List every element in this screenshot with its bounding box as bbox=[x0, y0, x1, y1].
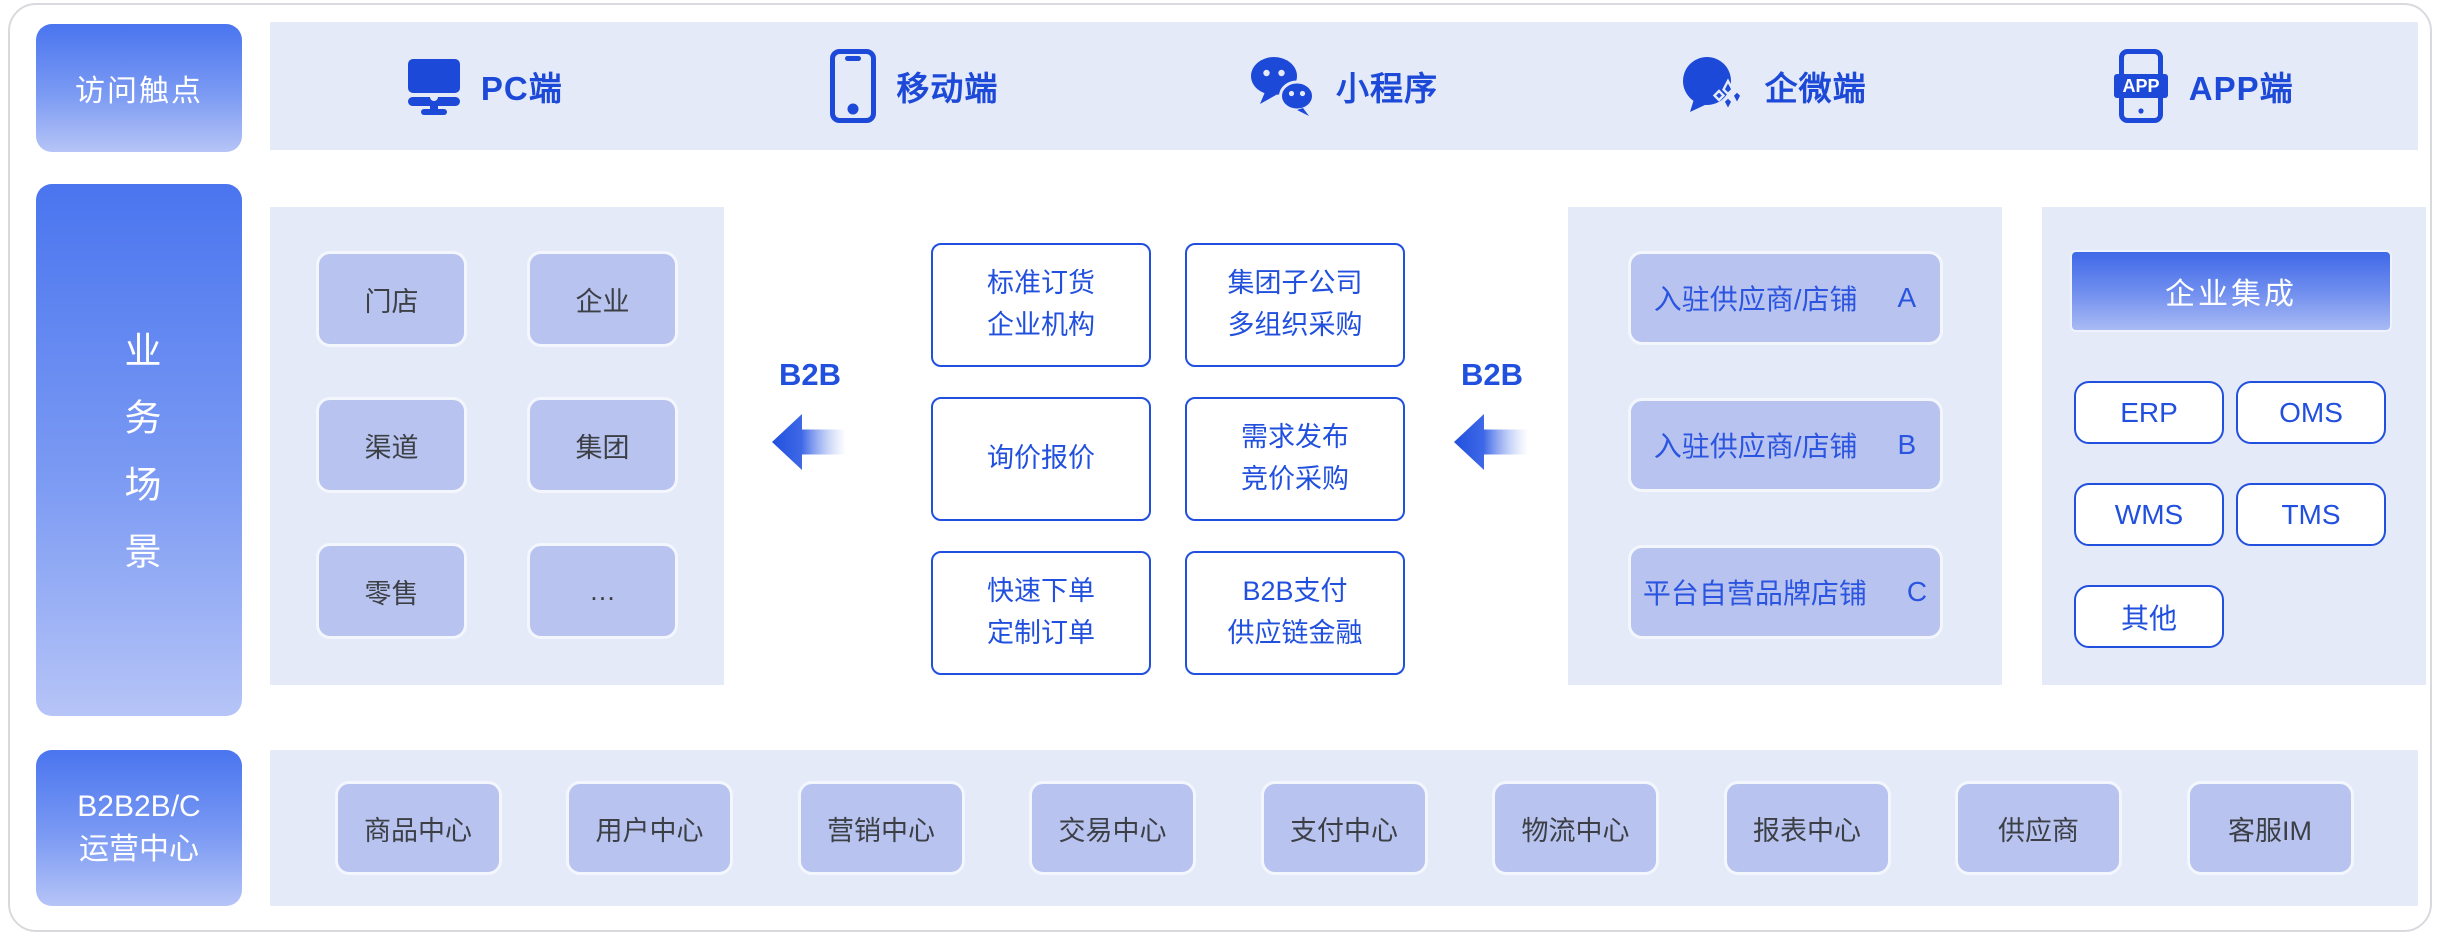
desktop-icon bbox=[407, 57, 461, 115]
integration-header: 企业集成 bbox=[2070, 250, 2392, 332]
buyer-type-chip-enterprise: 企业 bbox=[527, 251, 678, 347]
capability-quick-order: 快速下单 定制订单 bbox=[931, 551, 1151, 675]
capabilities-grid: 标准订货 企业机构 集团子公司 多组织采购 询价报价 需求发布 竞价采购 快速下… bbox=[931, 243, 1405, 675]
supplier-tag: B bbox=[1897, 429, 1917, 460]
capability-line: 多组织采购 bbox=[1227, 310, 1363, 340]
supplier-tag: C bbox=[1906, 576, 1928, 607]
app-icon-badge-text: APP bbox=[2122, 76, 2159, 96]
supplier-label: 入驻供应商/店铺 bbox=[1653, 431, 1858, 462]
system-box-oms: OMS bbox=[2236, 381, 2386, 444]
capability-line: 需求发布 bbox=[1241, 422, 1349, 453]
channel-pc: PC端 bbox=[270, 57, 700, 115]
channel-miniprogram: 小程序 bbox=[1129, 54, 1559, 118]
capability-standard-ordering: 标准订货 企业机构 bbox=[931, 243, 1151, 367]
capability-line: 竞价采购 bbox=[1241, 464, 1349, 494]
diagram-card: 访问触点 业务场景 B2B2B/C 运营中心 bbox=[8, 3, 2432, 932]
operations-center-label-line2: 运营中心 bbox=[79, 833, 199, 866]
system-box-other: 其他 bbox=[2074, 585, 2224, 648]
buyer-type-chip-retail: 零售 bbox=[316, 543, 467, 639]
arrow-left-icon bbox=[1454, 414, 1528, 470]
supplier-chip-a: 入驻供应商/店铺 A bbox=[1627, 251, 1943, 345]
capability-demand-bidding: 需求发布 竞价采购 bbox=[1185, 397, 1405, 521]
capability-line: 标准订货 bbox=[987, 268, 1095, 299]
system-box-tms: TMS bbox=[2236, 483, 2386, 546]
channel-app: APP APP端 bbox=[1988, 49, 2418, 123]
capability-group-purchasing: 集团子公司 多组织采购 bbox=[1185, 243, 1405, 367]
business-scenarios-label: 业务场景 bbox=[36, 184, 242, 716]
access-channels-strip: PC端 移动端 bbox=[270, 22, 2418, 150]
operations-center-label: B2B2B/C 运营中心 bbox=[36, 750, 242, 906]
center-chip-trade: 交易中心 bbox=[1029, 781, 1196, 875]
buyer-type-chip-group: 集团 bbox=[527, 397, 678, 493]
channel-app-label: APP端 bbox=[2188, 70, 2294, 107]
arrow-left-icon bbox=[772, 414, 846, 470]
supplier-label: 入驻供应商/店铺 bbox=[1653, 284, 1858, 315]
capability-inquiry-quotation: 询价报价 bbox=[931, 397, 1151, 521]
b2b-flow-left-label: B2B bbox=[778, 357, 841, 392]
capability-line: 供应链金融 bbox=[1227, 618, 1363, 648]
channel-pc-label: PC端 bbox=[480, 70, 563, 107]
integration-panel: 企业集成 ERP OMS WMS TMS 其他 bbox=[2042, 207, 2426, 685]
supplier-chip-c: 平台自营品牌店铺 C bbox=[1627, 545, 1943, 639]
mobile-icon bbox=[830, 49, 877, 123]
buyer-type-chip-channel: 渠道 bbox=[316, 397, 467, 493]
buyer-types-panel: 门店 企业 渠道 集团 零售 … bbox=[270, 207, 724, 685]
wechat-icon bbox=[1250, 54, 1316, 118]
center-chip-service-im: 客服IM bbox=[2186, 781, 2354, 875]
capability-b2b-payment-finance: B2B支付 供应链金融 bbox=[1185, 551, 1405, 675]
suppliers-panel: 入驻供应商/店铺 A 入驻供应商/店铺 B 平台自营品牌店铺 C bbox=[1568, 207, 2002, 685]
center-chip-marketing: 营销中心 bbox=[797, 781, 965, 875]
capability-line: 企业机构 bbox=[987, 310, 1095, 340]
channel-mobile: 移动端 bbox=[700, 49, 1130, 123]
center-chip-supplier: 供应商 bbox=[1955, 781, 2122, 875]
b2b-flow-left: B2B bbox=[772, 357, 848, 475]
capability-line: 定制订单 bbox=[987, 618, 1095, 648]
app-icon: APP bbox=[2113, 49, 2169, 123]
operation-centers-strip: 商品中心 用户中心 营销中心 交易中心 支付中心 物流中心 报表中心 供应商 客… bbox=[270, 750, 2418, 906]
supplier-chip-b: 入驻供应商/店铺 B bbox=[1627, 398, 1943, 492]
capability-line: 集团子公司 bbox=[1227, 268, 1363, 299]
b2b-flow-right-label: B2B bbox=[1460, 357, 1523, 392]
system-box-erp: ERP bbox=[2074, 381, 2224, 444]
capability-line: B2B支付 bbox=[1242, 576, 1348, 607]
touchpoints-label-text: 访问触点 bbox=[75, 75, 203, 108]
system-box-wms: WMS bbox=[2074, 483, 2224, 546]
buyer-type-chip-more: … bbox=[527, 543, 678, 639]
capability-line: 询价报价 bbox=[987, 443, 1095, 474]
business-scenarios-label-text: 业务场景 bbox=[119, 331, 160, 599]
b2b-flow-right: B2B bbox=[1454, 357, 1530, 475]
buyer-type-chip-store: 门店 bbox=[316, 251, 467, 347]
supplier-label: 平台自营品牌店铺 bbox=[1642, 578, 1867, 609]
integration-systems-grid: ERP OMS WMS TMS 其他 bbox=[2074, 381, 2386, 648]
channel-wecom: 企微端 bbox=[1559, 55, 1989, 117]
capability-line: 快速下单 bbox=[987, 576, 1095, 607]
center-chip-user: 用户中心 bbox=[566, 781, 733, 875]
wecom-icon bbox=[1681, 55, 1745, 117]
center-chip-payment: 支付中心 bbox=[1260, 781, 1428, 875]
channel-wecom-label: 企微端 bbox=[1764, 70, 1867, 107]
center-chip-logistics: 物流中心 bbox=[1492, 781, 1659, 875]
center-chip-report: 报表中心 bbox=[1723, 781, 1891, 875]
operations-center-label-line1: B2B2B/C bbox=[77, 789, 201, 823]
channel-miniprogram-label: 小程序 bbox=[1335, 70, 1438, 107]
touchpoints-label: 访问触点 bbox=[36, 24, 242, 152]
channel-mobile-label: 移动端 bbox=[896, 70, 999, 107]
supplier-tag: A bbox=[1897, 282, 1917, 313]
center-chip-product: 商品中心 bbox=[334, 781, 502, 875]
